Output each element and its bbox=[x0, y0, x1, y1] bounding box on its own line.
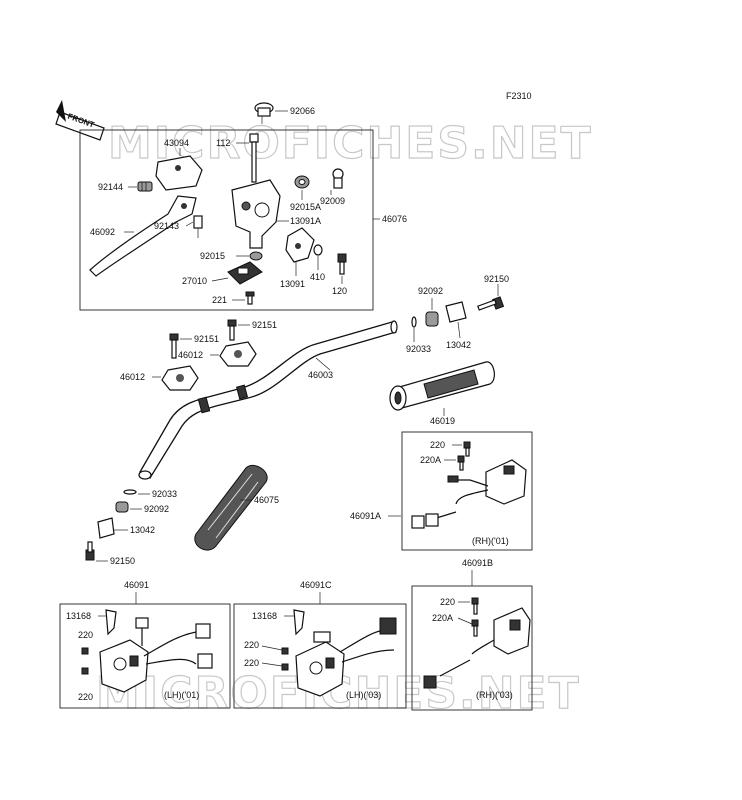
part-13091-clamp bbox=[285, 227, 315, 263]
label-46003: 46003 bbox=[308, 370, 333, 380]
part-43094 bbox=[155, 155, 203, 191]
label-220-c1: 220 bbox=[244, 640, 259, 650]
label-221: 221 bbox=[212, 295, 227, 305]
label-46092: 46092 bbox=[90, 227, 115, 237]
part-27010 bbox=[227, 261, 263, 285]
part-92015 bbox=[249, 251, 263, 261]
part-46012-lower bbox=[161, 365, 199, 391]
label-92143: 92143 bbox=[154, 221, 179, 231]
lh03-switch-box bbox=[233, 603, 407, 709]
part-92092-top bbox=[425, 311, 439, 327]
part-rh01-switch bbox=[411, 459, 527, 529]
part-410 bbox=[313, 244, 323, 256]
label-92033-top: 92033 bbox=[406, 344, 431, 354]
caption-rh01: (RH)('01) bbox=[472, 536, 509, 546]
label-112: 112 bbox=[216, 138, 230, 148]
part-92033-top bbox=[411, 316, 417, 328]
rh03-switch-box bbox=[411, 585, 533, 711]
label-46091: 46091 bbox=[124, 580, 149, 590]
label-13091: 13091 bbox=[280, 279, 305, 289]
label-43094: 43094 bbox=[164, 138, 189, 148]
label-13168-a: 13168 bbox=[66, 611, 91, 621]
label-92015A: 92015A bbox=[290, 202, 321, 212]
part-112 bbox=[249, 133, 259, 183]
label-92092-low: 92092 bbox=[144, 504, 169, 514]
part-lever-holder bbox=[231, 179, 281, 249]
label-46012-lower: 46012 bbox=[120, 372, 145, 382]
label-46019: 46019 bbox=[430, 416, 455, 426]
part-92150-low bbox=[85, 541, 95, 561]
part-92151-left bbox=[169, 333, 179, 359]
caption-lh03: (LH)('03) bbox=[346, 690, 381, 700]
figure-code: F2310 bbox=[506, 91, 532, 101]
part-92144 bbox=[137, 181, 153, 192]
part-lh01-switch bbox=[99, 617, 213, 693]
part-92143 bbox=[193, 215, 203, 238]
part-92066 bbox=[254, 102, 274, 124]
part-lh03-switch bbox=[295, 617, 397, 697]
caption-lh01: (LH)('01) bbox=[164, 690, 199, 700]
label-46075: 46075 bbox=[254, 495, 279, 505]
label-13042-top: 13042 bbox=[446, 340, 471, 350]
label-220A-rh: 220A bbox=[420, 455, 441, 465]
label-92151-left: 92151 bbox=[194, 334, 219, 344]
label-46091A: 46091A bbox=[350, 511, 381, 521]
label-92009: 92009 bbox=[320, 196, 345, 206]
label-220-rh: 220 bbox=[430, 440, 445, 450]
label-27010: 27010 bbox=[182, 276, 207, 286]
label-92150-low: 92150 bbox=[110, 556, 135, 566]
part-92150-top bbox=[477, 296, 505, 311]
part-92009 bbox=[332, 168, 344, 189]
label-92144: 92144 bbox=[98, 182, 123, 192]
part-46003-handlebar bbox=[138, 320, 398, 480]
label-46091B: 46091B bbox=[462, 558, 493, 568]
part-221 bbox=[245, 291, 255, 305]
label-92066: 92066 bbox=[290, 106, 315, 116]
part-92092-low bbox=[115, 501, 129, 513]
part-13042-top bbox=[445, 301, 467, 323]
part-46012-upper bbox=[219, 341, 257, 367]
part-92151-right bbox=[227, 319, 237, 341]
label-220A-b: 220A bbox=[432, 613, 453, 623]
label-120: 120 bbox=[332, 286, 347, 296]
part-92015A bbox=[294, 175, 310, 189]
label-410: 410 bbox=[310, 272, 325, 282]
label-92033-low: 92033 bbox=[152, 489, 177, 499]
part-rh03-switch bbox=[423, 607, 531, 689]
label-13042-low: 13042 bbox=[130, 525, 155, 535]
label-92150-top: 92150 bbox=[484, 274, 509, 284]
part-46075-grip bbox=[194, 464, 268, 551]
label-13168-c: 13168 bbox=[252, 611, 277, 621]
label-220-b: 220 bbox=[440, 597, 455, 607]
label-92151-right: 92151 bbox=[252, 320, 277, 330]
rh01-switch-box bbox=[401, 431, 533, 551]
label-13091A: 13091A bbox=[290, 216, 321, 226]
label-220-a1: 220 bbox=[78, 630, 93, 640]
lever-assembly-box bbox=[79, 129, 374, 311]
label-46012-upper: 46012 bbox=[178, 350, 203, 360]
label-220-a2: 220 bbox=[78, 692, 93, 702]
caption-rh03: (RH)('03) bbox=[476, 690, 513, 700]
label-92092-top: 92092 bbox=[418, 286, 443, 296]
label-46091C: 46091C bbox=[300, 580, 332, 590]
label-92015: 92015 bbox=[200, 251, 225, 261]
label-46076: 46076 bbox=[382, 214, 407, 224]
part-46092-lever bbox=[89, 195, 197, 277]
part-92033-low bbox=[123, 489, 137, 495]
label-220-c2: 220 bbox=[244, 658, 259, 668]
part-46019-throttle-grip bbox=[389, 361, 495, 411]
part-120 bbox=[337, 253, 347, 275]
part-13042-low bbox=[97, 517, 115, 539]
lh01-switch-box bbox=[59, 603, 231, 709]
